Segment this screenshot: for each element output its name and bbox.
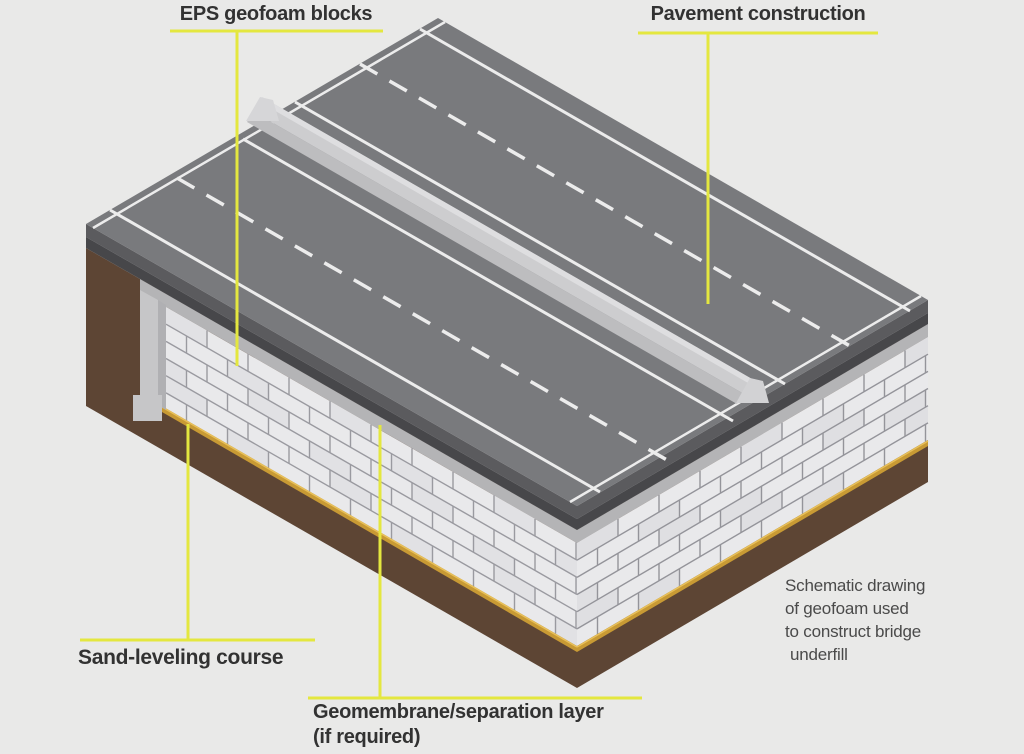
pavement-edge-upper-sw	[86, 224, 577, 519]
separation-band-se	[577, 324, 928, 543]
leader-sand-course	[80, 424, 315, 642]
structure-sw-face	[86, 224, 578, 688]
abutment-wall	[140, 290, 158, 396]
geofoam-joints-sw	[165, 307, 578, 647]
abutment-recess	[158, 300, 166, 410]
label-eps-geofoam-blocks: EPS geofoam blocks	[179, 3, 373, 25]
caption-line: of geofoam used	[785, 599, 909, 618]
caption-line: to construct bridge	[785, 622, 922, 641]
pavement-edge-lower-sw	[86, 237, 577, 530]
label-pavement-construction: Pavement construction	[650, 3, 866, 25]
barrier-sw-flare	[247, 112, 744, 404]
barrier-se-end-cap	[736, 378, 769, 403]
leader-eps-geofoam	[170, 29, 383, 366]
label-sand-leveling-course: Sand-leveling course	[78, 646, 284, 669]
leader-geomembrane	[308, 425, 642, 700]
leader-lines	[80, 29, 878, 700]
edge-line-sw	[109, 208, 601, 494]
pavement-edge-lower-se	[577, 313, 928, 530]
leader-pavement	[638, 31, 878, 304]
median-line-ne	[294, 100, 786, 386]
median-line-sw	[242, 137, 734, 423]
barrier-sw-face	[254, 101, 748, 394]
abutment-footing	[133, 395, 162, 421]
geofoam-joints-se	[576, 336, 929, 634]
pavement-edge-upper-se	[577, 300, 928, 519]
edge-line-ne	[419, 27, 911, 313]
label-geomembrane: Geomembrane/separation layer (if require…	[313, 700, 604, 750]
label-geomembrane-line1: Geomembrane/separation layer	[313, 701, 604, 723]
caption-schematic-note: Schematic drawing of geofoam used to con…	[785, 574, 925, 666]
label-geomembrane-line2: (if required)	[313, 726, 421, 748]
sand-course-highlight-sw	[161, 406, 578, 648]
lane-dash-line-ne	[359, 62, 851, 348]
barrier-nw-end-cap	[246, 97, 279, 121]
lane-dash-line-sw	[176, 176, 668, 462]
median-barrier	[246, 97, 769, 404]
separation-band-sw	[140, 279, 577, 543]
caption-line: underfill	[790, 645, 848, 664]
barrier-top	[258, 97, 752, 383]
sand-course-highlight-se	[576, 440, 929, 648]
structure-se-face	[576, 300, 929, 688]
caption-line: Schematic drawing	[785, 576, 926, 595]
